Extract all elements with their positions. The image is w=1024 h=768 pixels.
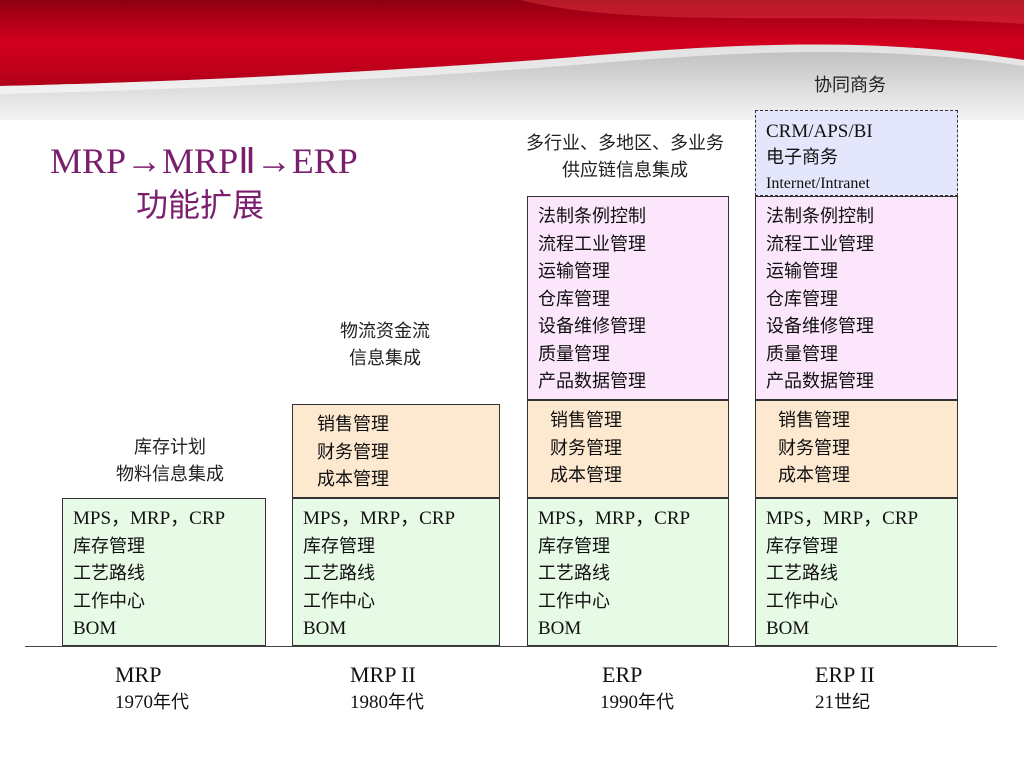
extended-item: 质量管理 <box>766 343 838 365</box>
title-line2: 功能扩展 <box>136 186 265 224</box>
caption-erp: 多行业、多地区、多业务 供应链信息集成 <box>526 133 724 181</box>
finance-item: 成本管理 <box>317 469 389 490</box>
finance-item: 财务管理 <box>778 437 850 459</box>
extended-item: 质量管理 <box>538 343 610 365</box>
finance-item: 财务管理 <box>550 437 622 459</box>
extended-item: 仓库管理 <box>766 288 838 310</box>
extended-item: 法制条例控制 <box>766 206 874 227</box>
extended-item: 产品数据管理 <box>538 371 646 392</box>
stage-year: 21世纪 <box>815 692 870 713</box>
core-item: MPS，MRP，CRP <box>303 508 456 529</box>
core-item: 工作中心 <box>303 590 375 612</box>
finance-item: 财务管理 <box>317 441 389 463</box>
core-item: BOM <box>73 618 117 639</box>
collab-item: CRM/APS/BI <box>766 121 873 142</box>
erp2-finance-box: 销售管理 财务管理 成本管理 <box>755 400 958 498</box>
title-line1: MRP→MRPⅡ→ERP <box>50 141 358 181</box>
caption-erp2: 协同商务 <box>814 75 886 96</box>
core-item: 库存管理 <box>538 535 610 557</box>
stage-name: MRP <box>115 662 162 687</box>
extended-item: 产品数据管理 <box>766 371 874 392</box>
stage-year: 1970年代 <box>115 692 189 713</box>
extended-item: 设备维修管理 <box>766 316 874 337</box>
finance-item: 成本管理 <box>778 465 850 486</box>
finance-item: 成本管理 <box>550 465 622 486</box>
mrp-core-box: MPS，MRP，CRP 库存管理 工艺路线 工作中心 BOM <box>62 498 266 646</box>
extended-item: 法制条例控制 <box>538 206 646 227</box>
caption-mrp: 库存计划 物料信息集成 <box>116 437 224 485</box>
finance-item: 销售管理 <box>550 410 622 431</box>
extended-item: 运输管理 <box>538 261 610 282</box>
core-item: BOM <box>538 618 582 639</box>
header-banner <box>0 0 1024 120</box>
core-item: MPS，MRP，CRP <box>73 508 226 529</box>
erp2-core-box: MPS，MRP，CRP 库存管理 工艺路线 工作中心 BOM <box>755 498 958 646</box>
core-item: 工艺路线 <box>538 563 610 584</box>
stage-year: 1980年代 <box>350 692 424 713</box>
mrp2-core-box: MPS，MRP，CRP 库存管理 工艺路线 工作中心 BOM <box>292 498 500 646</box>
finance-item: 销售管理 <box>317 414 389 435</box>
finance-item: 销售管理 <box>778 410 850 431</box>
core-item: 工作中心 <box>766 590 838 612</box>
mrp2-finance-box: 销售管理 财务管理 成本管理 <box>292 404 500 498</box>
stage-erp2: ERP II 21世纪 <box>815 662 875 714</box>
core-item: 工艺路线 <box>766 563 838 584</box>
timeline-baseline <box>25 646 997 647</box>
core-item: 工作中心 <box>538 590 610 612</box>
core-item: BOM <box>766 618 810 639</box>
extended-item: 设备维修管理 <box>538 316 646 337</box>
core-item: 工作中心 <box>73 590 145 612</box>
extended-item: 流程工业管理 <box>538 233 646 255</box>
stage-name: ERP II <box>815 662 875 687</box>
stage-year: 1990年代 <box>600 692 674 713</box>
extended-item: 流程工业管理 <box>766 233 874 255</box>
stage-mrp: MRP 1970年代 <box>115 662 189 714</box>
erp2-collab-box: CRM/APS/BI 电子商务 Internet/Intranet <box>755 110 958 196</box>
core-item: 工艺路线 <box>73 563 145 584</box>
core-item: BOM <box>303 618 347 639</box>
collab-item: 电子商务 <box>766 147 838 168</box>
core-item: 库存管理 <box>73 535 145 557</box>
page-title: MRP→MRPⅡ→ERP 功能扩展 <box>50 140 450 228</box>
extended-item: 仓库管理 <box>538 288 610 310</box>
caption-mrp2: 物流资金流 信息集成 <box>340 321 430 369</box>
collab-item: Internet/Intranet <box>766 175 870 192</box>
stage-erp: ERP 1990年代 <box>600 662 674 714</box>
core-item: 库存管理 <box>303 535 375 557</box>
stage-mrp2: MRP II 1980年代 <box>350 662 424 714</box>
erp2-extended-box: 法制条例控制 流程工业管理 运输管理 仓库管理 设备维修管理 质量管理 产品数据… <box>755 196 958 400</box>
erp-finance-box: 销售管理 财务管理 成本管理 <box>527 400 729 498</box>
stage-name: MRP II <box>350 662 416 687</box>
stage-name: ERP <box>602 662 643 687</box>
core-item: 库存管理 <box>766 535 838 557</box>
erp-extended-box: 法制条例控制 流程工业管理 运输管理 仓库管理 设备维修管理 质量管理 产品数据… <box>527 196 729 400</box>
core-item: MPS，MRP，CRP <box>538 508 691 529</box>
core-item: MPS，MRP，CRP <box>766 508 919 529</box>
core-item: 工艺路线 <box>303 563 375 584</box>
erp-core-box: MPS，MRP，CRP 库存管理 工艺路线 工作中心 BOM <box>527 498 729 646</box>
extended-item: 运输管理 <box>766 261 838 282</box>
